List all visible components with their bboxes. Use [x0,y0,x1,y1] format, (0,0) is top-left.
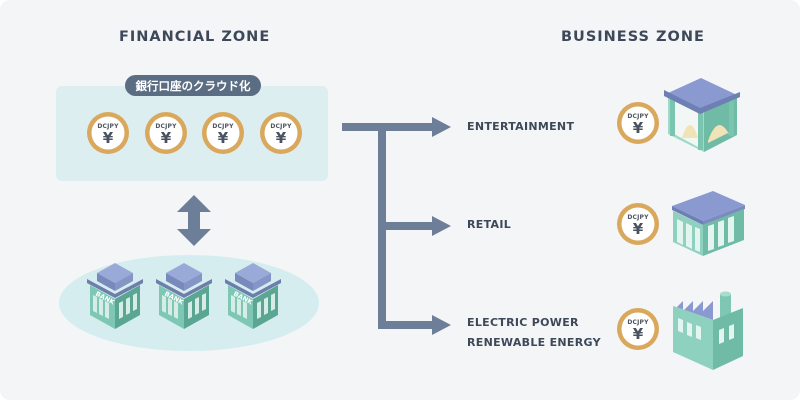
business-item-label: RENEWABLE ENERGY [467,336,601,349]
coin-label: DCJPY [212,123,234,130]
bank-group-backdrop [59,255,319,351]
store-building-icon [672,191,745,256]
financial-zone-title: FINANCIAL ZONE [119,29,271,45]
business-zone-title: BUSINESS ZONE [561,29,705,45]
bank-building-icon: BANK [87,263,143,329]
coin-label: DCJPY [627,319,649,326]
bank-label: BANK [94,290,117,307]
yen-symbol: ¥ [161,129,172,147]
factory-icon [673,291,743,370]
business-item-label: ENTERTAINMENT [467,120,575,133]
business-item-energy: ELECTRIC POWER RENEWABLE ENERGY [467,313,601,353]
yen-symbol: ¥ [633,220,644,238]
coin-label: DCJPY [97,123,119,130]
coin-label: DCJPY [270,123,292,130]
dcjpy-coin: ¥ DCJPY [200,110,246,156]
yen-symbol: ¥ [633,325,644,343]
business-item-retail: RETAIL [467,215,511,235]
business-item-label: RETAIL [467,218,512,231]
dcjpy-coin: ¥ DCJPY [615,100,661,146]
yen-symbol: ¥ [218,129,229,147]
bank-label: BANK [232,290,255,307]
coin-label: DCJPY [627,113,649,120]
dcjpy-coin: ¥ DCJPY [615,201,661,247]
business-item-entertainment: ENTERTAINMENT [467,117,574,137]
yen-symbol: ¥ [276,129,287,147]
bank-building-icon: BANK [156,263,212,329]
bank-label: BANK [163,290,186,307]
dcjpy-coin: ¥ DCJPY [85,110,131,156]
bank-building-icon: BANK [225,263,281,329]
yen-symbol: ¥ [633,119,644,137]
flow-arrows [342,117,451,335]
coin-label: DCJPY [155,123,177,130]
dcjpy-coin: ¥ DCJPY [143,110,189,156]
amusement-building-icon [664,78,740,152]
business-item-label: ELECTRIC POWER [467,316,579,329]
double-arrow-icon [177,195,211,246]
coin-label: DCJPY [627,214,649,221]
dcjpy-coin: ¥ DCJPY [615,306,661,352]
yen-symbol: ¥ [103,129,114,147]
dcjpy-coin: ¥ DCJPY [258,110,304,156]
account-cloud-label: 銀行口座のクラウド化 [125,75,261,96]
